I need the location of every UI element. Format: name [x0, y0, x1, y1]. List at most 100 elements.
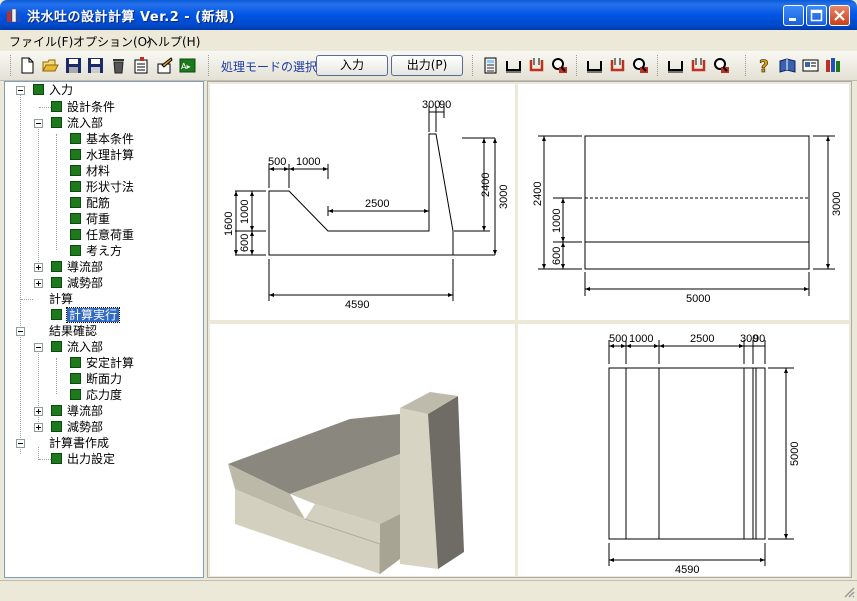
tree-node-approach[interactable]: 考え方 — [70, 243, 122, 259]
tree-node-results-channel[interactable]: 導流部 — [51, 403, 103, 419]
tree-node-input[interactable]: 入力 — [33, 82, 73, 98]
expand-toggle[interactable] — [34, 279, 43, 288]
menu-options[interactable]: オプション(O) — [73, 35, 152, 49]
check-icon — [70, 133, 81, 144]
tree-node-label: 配筋 — [86, 196, 111, 210]
channel-result-icon[interactable] — [631, 56, 650, 75]
check-icon — [70, 197, 81, 208]
check-icon — [70, 357, 81, 368]
channel-load-icon[interactable] — [608, 56, 627, 75]
library-icon[interactable] — [824, 56, 843, 75]
collapse-toggle[interactable] — [34, 119, 43, 128]
save-as-icon[interactable] — [86, 56, 105, 75]
plan-view-pane[interactable]: 500 1000 2500 300 90 5000 4590 — [518, 324, 849, 576]
manual-icon[interactable] — [778, 56, 797, 75]
collapse-toggle[interactable] — [34, 343, 43, 352]
calculator-icon[interactable] — [481, 56, 500, 75]
tree-node-label: 減勢部 — [67, 276, 104, 290]
inflow-section-icon[interactable] — [504, 56, 523, 75]
tree-node-results[interactable]: 結果確認 — [49, 323, 97, 339]
edit-icon[interactable] — [155, 56, 174, 75]
dim-1000: 1000 — [629, 333, 653, 345]
tree-node-load[interactable]: 荷重 — [70, 211, 110, 227]
tree-node-shape-dimensions[interactable]: 形状寸法 — [70, 179, 134, 195]
dim-300: 300 — [740, 333, 758, 345]
open-folder-icon[interactable] — [41, 56, 60, 75]
tree-node-output-settings[interactable]: 出力設定 — [51, 451, 115, 467]
tree-node-basic-conditions[interactable]: 基本条件 — [70, 131, 134, 147]
menu-help[interactable]: ヘルプ(H) — [146, 35, 201, 49]
check-icon — [51, 453, 62, 464]
dim-2500: 2500 — [690, 333, 714, 345]
collapse-toggle[interactable] — [16, 86, 25, 95]
dim-500: 500 — [609, 333, 627, 345]
info-icon[interactable] — [801, 56, 820, 75]
export-icon[interactable]: A▸ — [178, 56, 197, 75]
inflow-load-icon[interactable] — [527, 56, 546, 75]
3d-view-pane[interactable] — [210, 324, 515, 576]
toolbar-separator — [657, 55, 661, 76]
tree-node-reinforcement[interactable]: 配筋 — [70, 195, 110, 211]
tree-node-calculation[interactable]: 計算 — [49, 291, 73, 307]
tree-node-run-calculation[interactable]: 計算実行 — [51, 307, 121, 323]
toolbar-grip — [10, 55, 14, 76]
tree-node-stress[interactable]: 応力度 — [70, 387, 122, 403]
tree-node-label: 結果確認 — [49, 324, 98, 338]
close-button[interactable] — [829, 5, 850, 26]
expand-toggle[interactable] — [34, 407, 43, 416]
tree-node-design-conditions[interactable]: 設計条件 — [51, 99, 115, 115]
check-icon — [70, 181, 81, 192]
basin-result-icon[interactable] — [712, 56, 731, 75]
calculate-sheet-icon[interactable] — [132, 56, 151, 75]
tree-node-results-dissipator[interactable]: 減勢部 — [51, 419, 103, 435]
tree-guide — [38, 351, 39, 424]
channel-section-icon[interactable] — [585, 56, 604, 75]
side-view-pane[interactable]: 2400 1000 600 3000 5000 — [518, 84, 849, 320]
tree-node-label: 導流部 — [67, 404, 104, 418]
output-mode-button[interactable]: 出力(P) — [391, 55, 463, 76]
expand-toggle[interactable] — [34, 423, 43, 432]
dim-1000-v: 1000 — [239, 200, 251, 224]
expand-toggle[interactable] — [34, 263, 43, 272]
tree-guide — [20, 94, 21, 454]
tree-node-material[interactable]: 材料 — [70, 163, 110, 179]
tree-node-channel[interactable]: 導流部 — [51, 259, 103, 275]
tree-node-label: 計算書作成 — [49, 436, 110, 450]
tree-node-stability[interactable]: 安定計算 — [70, 355, 134, 371]
input-mode-button[interactable]: 入力 — [316, 55, 388, 76]
tree-node-hydraulics[interactable]: 水理計算 — [70, 147, 134, 163]
basin-section-icon[interactable] — [666, 56, 685, 75]
dim-90: 90 — [439, 99, 451, 111]
resize-grip-icon[interactable] — [843, 586, 855, 598]
tree-node-report[interactable]: 計算書作成 — [49, 435, 109, 451]
menu-bar: ファイル(F) オプション(O) ヘルプ(H) — [0, 30, 857, 52]
collapse-toggle[interactable] — [16, 439, 25, 448]
check-icon — [51, 341, 62, 352]
tree-node-custom-load[interactable]: 任意荷重 — [70, 227, 134, 243]
tree-node-results-inflow[interactable]: 流入部 — [51, 339, 103, 355]
dim-2500: 2500 — [365, 198, 389, 210]
inflow-result-icon[interactable] — [550, 56, 569, 75]
tree-node-label: 出力設定 — [67, 452, 116, 466]
title-bar[interactable]: 洪水吐の設計計算 Ver.2 - (新規) — [0, 0, 857, 30]
collapse-toggle[interactable] — [16, 327, 25, 336]
help-icon[interactable]: ? — [755, 56, 774, 75]
minimize-button[interactable] — [783, 5, 804, 26]
status-bar — [0, 580, 857, 601]
basin-load-icon[interactable] — [689, 56, 708, 75]
check-icon — [70, 229, 81, 240]
check-icon — [70, 213, 81, 224]
new-file-icon[interactable] — [18, 56, 37, 75]
tree-node-label: 安定計算 — [86, 356, 135, 370]
delete-icon[interactable] — [109, 56, 128, 75]
menu-file[interactable]: ファイル(F) — [9, 35, 74, 49]
maximize-button[interactable] — [806, 5, 827, 26]
check-icon — [51, 405, 62, 416]
tree-node-inflow[interactable]: 流入部 — [51, 115, 103, 131]
navigation-tree[interactable]: 入力 設計条件 流入部 基本条件 水理計算 材料 形状寸法 配筋 荷重 任意荷重… — [4, 81, 204, 578]
tree-node-section-force[interactable]: 断面力 — [70, 371, 122, 387]
save-icon[interactable] — [64, 56, 83, 75]
section-view-pane[interactable]: 500 1000 2500 300 90 4590 1600 1000 600 … — [210, 84, 515, 320]
tree-node-energy-dissipator[interactable]: 減勢部 — [51, 275, 103, 291]
check-icon — [33, 84, 44, 95]
